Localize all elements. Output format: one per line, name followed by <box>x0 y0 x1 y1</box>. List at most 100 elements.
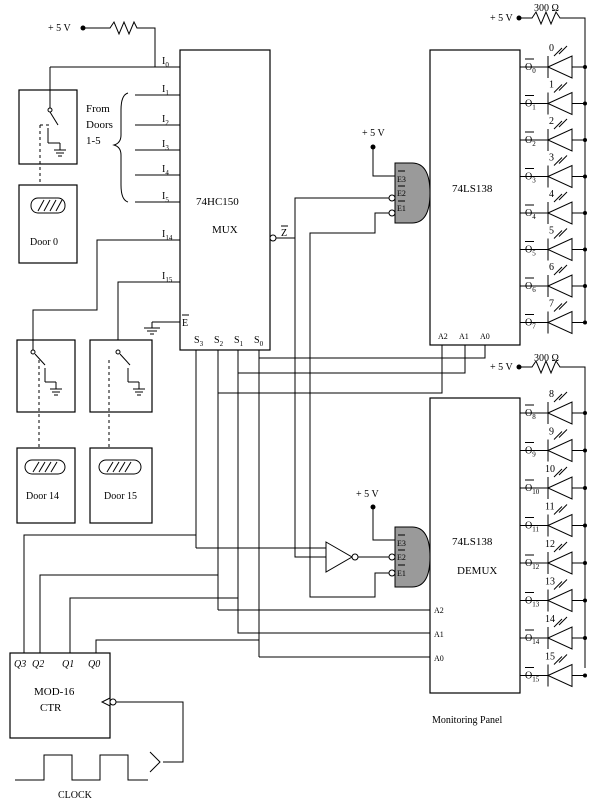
bottom-led-number-10: 10 <box>545 464 555 475</box>
mux-select-label-s1: S1 <box>234 335 244 348</box>
inverter <box>325 541 354 573</box>
bottom-a0-label: A0 <box>434 654 444 663</box>
bottom-led-11: O11 11 <box>520 502 587 538</box>
top-led-diode-0 <box>546 55 573 79</box>
top-led-number-3: 3 <box>549 153 554 164</box>
vcc-label-gate-bottom: + 5 V <box>356 489 379 500</box>
pullup-resistor <box>83 20 180 68</box>
door-0-switch: Door 0 <box>18 67 78 264</box>
select-bus <box>23 212 486 658</box>
bottom-led-number-11: 11 <box>545 502 555 513</box>
bottom-led-number-9: 9 <box>549 427 554 438</box>
bottom-e2-label: E2 <box>397 553 406 562</box>
counter-q2: Q2 <box>32 659 44 670</box>
monitoring-panel-label: Monitoring Panel <box>432 715 502 726</box>
top-output-label-o2: O2 <box>525 135 536 148</box>
vcc-label-bottom-right: + 5 V <box>490 362 513 373</box>
bottom-led-diode-15 <box>546 663 573 688</box>
door-14-sensor <box>16 447 76 524</box>
clock-waveform: CLOCK <box>15 754 148 801</box>
door-15-switch-box <box>89 339 153 413</box>
wire-i15 <box>117 281 180 340</box>
bottom-a1-label: A1 <box>434 630 444 639</box>
counter-box <box>9 652 111 739</box>
mux-select-label-s2: S2 <box>214 335 224 348</box>
wire-z-top <box>276 197 395 239</box>
bottom-led-number-15: 15 <box>545 652 555 663</box>
bottom-led-9: O9 9 <box>520 427 587 463</box>
top-output-label-o1: O1 <box>525 99 536 112</box>
decoder-top-part: 74LS138 <box>452 183 493 195</box>
counter-q1: Q1 <box>62 659 74 670</box>
counter-line2: CTR <box>40 702 62 714</box>
counter-q3: Q3 <box>14 659 26 670</box>
door-0-switch-box <box>18 89 78 165</box>
door-0-window <box>30 197 66 214</box>
counter-line1: MOD-16 <box>34 686 75 698</box>
vcc-label-gate-top: + 5 V <box>362 128 385 139</box>
decoder-bottom: 74LS138 DEMUX + 5 V E3 E2 E1 A2 A1 A0 <box>323 397 521 694</box>
door-0-sensor <box>18 184 78 264</box>
enable-gate-top <box>394 162 431 224</box>
mux-input-label-i0: I0 <box>162 56 169 69</box>
top-led-number-2: 2 <box>549 116 554 127</box>
bottom-led-diode-14 <box>546 626 573 650</box>
bottom-led-diode-8 <box>546 401 573 425</box>
bottom-led-8: O88 <box>520 389 587 425</box>
top-led-number-0: 0 <box>549 43 554 54</box>
decoder-top-box <box>429 49 521 346</box>
mux-select-label-s3: S3 <box>194 335 204 348</box>
vcc-label-left: + 5 V <box>48 23 71 34</box>
top-led-diode-4 <box>546 201 573 225</box>
wire-i14 <box>32 239 180 340</box>
bottom-output-label-o9: O9 <box>525 446 536 459</box>
top-output-label-o5: O5 <box>525 245 536 258</box>
door-15-switch: Door 15 <box>89 339 153 524</box>
enable-gate-bottom <box>394 526 431 588</box>
mux-input-label-i5: I5 <box>162 191 169 204</box>
decoder-top: 74LS138 + 5 V E3 E2 E1 A2 A1 A0 <box>362 49 521 346</box>
vcc-label-top-right: + 5 V <box>490 13 513 24</box>
door-14-switch-box <box>16 339 76 413</box>
top-led-diode-1 <box>546 91 573 116</box>
decoder-bottom-part: 74LS138 <box>452 536 493 548</box>
mux-enable-label: E <box>182 318 188 329</box>
top-output-label-o7: O7 <box>525 318 536 331</box>
door-0-label: Door 0 <box>30 237 58 248</box>
top-a2-label: A2 <box>438 332 448 341</box>
bottom-output-label-o11: O11 <box>525 521 539 534</box>
bottom-led-diode-9 <box>546 438 573 463</box>
mux-select-label-s0: S0 <box>254 335 264 348</box>
bottom-led-diode-12 <box>546 551 573 575</box>
top-led-diode-6 <box>546 274 573 298</box>
mux-box <box>179 49 271 351</box>
door-15-label: Door 15 <box>104 491 137 502</box>
top-led-diode-2 <box>546 128 573 152</box>
bottom-e3-label: E3 <box>397 539 406 548</box>
top-led-1: O1 1 <box>520 80 587 116</box>
top-led-7: O77 <box>520 299 587 335</box>
i0-pullup: + 5 V <box>48 20 180 68</box>
top-led-diode-3 <box>546 164 573 189</box>
top-led-number-1: 1 <box>549 80 554 91</box>
bottom-output-label-o15: O15 <box>525 671 540 684</box>
bottom-led-number-14: 14 <box>545 614 555 625</box>
brace <box>112 92 129 203</box>
bottom-led-15: O15 15 <box>520 652 587 688</box>
from-doors-group: From Doors 1-5 <box>86 92 129 203</box>
bottom-output-label-o12: O12 <box>525 558 540 571</box>
door-14-label: Door 14 <box>26 491 59 502</box>
bottom-led-diode-11 <box>546 513 573 538</box>
bottom-output-label-o10: O10 <box>525 483 540 496</box>
mux-output-label: Z <box>281 228 287 239</box>
clock-label: CLOCK <box>58 790 93 801</box>
mux-input-label-i2: I2 <box>162 114 169 127</box>
bottom-a2-label: A2 <box>434 606 444 615</box>
door-14-switch: Door 14 <box>16 339 76 524</box>
from-doors-line2: Doors <box>86 119 113 131</box>
led-supply: + 5 V 300 Ω + 5 V 300 Ω <box>490 3 586 668</box>
